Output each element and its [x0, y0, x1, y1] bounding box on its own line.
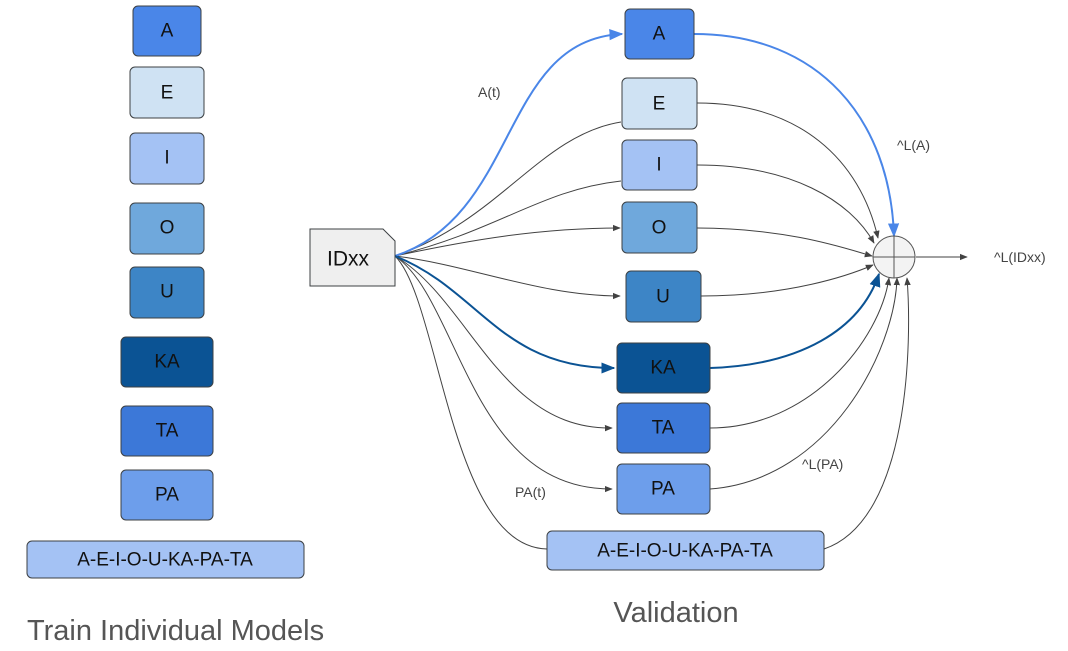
val-box-ta-label: TA — [652, 418, 675, 439]
edge-combined-to-sum — [823, 277, 911, 550]
edge-idxx-to-ka — [394, 255, 616, 374]
train-box-i-label: I — [164, 148, 169, 169]
input-label-idxx: IDxx — [327, 248, 370, 271]
train-column: A E I O U KA TA PA A-E-I-O-U-KA-PA-TA Tr… — [26, 5, 324, 647]
train-box-e-label: E — [161, 83, 174, 104]
train-box-pa-label: PA — [155, 485, 179, 506]
edge-idxx-to-i — [394, 180, 622, 257]
val-box-combined-label: A-E-I-O-U-KA-PA-TA — [597, 541, 773, 562]
val-box-e-label: E — [653, 94, 666, 115]
val-box-i-label: I — [656, 155, 661, 176]
train-box-a-label: A — [161, 21, 174, 42]
val-box-u-label: U — [656, 287, 670, 308]
train-box-o-label: O — [160, 218, 175, 239]
circle-plus-icon — [872, 235, 916, 279]
val-box-ka — [616, 342, 711, 394]
val-box-a — [624, 8, 695, 60]
val-box-o-label: O — [652, 218, 667, 239]
train-box-pa — [120, 469, 214, 521]
edge-label-a-out: ^L(A) — [897, 137, 930, 153]
edge-pa-to-sum — [709, 277, 900, 490]
train-box-e — [129, 66, 205, 119]
edge-o-to-sum — [696, 227, 873, 258]
edge-label-pa-in: PA(t) — [515, 484, 546, 500]
edge-ka-to-sum — [709, 272, 881, 369]
edge-idxx-to-pa — [394, 255, 613, 493]
train-box-ta — [120, 405, 214, 457]
val-box-u — [625, 270, 702, 323]
input-document-idxx — [309, 228, 396, 287]
edge-label-a-in: A(t) — [478, 84, 501, 100]
train-box-o — [129, 202, 205, 255]
edge-idxx-to-a — [394, 29, 624, 257]
train-box-u-label: U — [160, 282, 174, 303]
train-box-a — [132, 5, 202, 57]
edge-ta-to-sum — [709, 277, 892, 429]
train-caption: Train Individual Models — [27, 615, 324, 647]
train-box-ka-label: KA — [154, 352, 180, 373]
edge-idxx-to-u — [394, 255, 621, 300]
train-box-ka — [120, 336, 214, 388]
edge-u-to-sum — [700, 264, 874, 297]
val-box-a-label: A — [653, 24, 666, 45]
val-box-i — [621, 139, 698, 191]
train-box-u — [129, 266, 205, 319]
edge-idxx-to-ta — [394, 255, 613, 432]
edge-idxx-to-o — [394, 224, 621, 257]
validation-edges — [394, 29, 968, 550]
val-box-combined — [546, 530, 825, 571]
train-box-combined — [26, 540, 305, 579]
val-box-pa — [616, 463, 711, 515]
train-box-ta-label: TA — [156, 421, 179, 442]
edge-label-pa-out: ^L(PA) — [802, 456, 843, 472]
val-box-e — [621, 77, 698, 130]
edge-label-final-out: ^L(IDxx) — [994, 249, 1046, 265]
edge-idxx-to-combined — [394, 255, 548, 550]
validation-column: IDxx A E I O U KA TA PA A-E-I-O-U-KA-PA-… — [309, 8, 1046, 629]
validation-caption: Validation — [613, 597, 738, 629]
val-box-ta — [616, 402, 711, 454]
train-box-combined-label: A-E-I-O-U-KA-PA-TA — [77, 550, 253, 571]
edge-e-to-sum — [696, 102, 880, 239]
val-box-o — [621, 201, 698, 254]
edge-a-to-sum — [693, 33, 900, 238]
train-box-i — [129, 132, 205, 185]
val-box-pa-label: PA — [651, 479, 675, 500]
edge-i-to-sum — [696, 164, 875, 244]
val-box-ka-label: KA — [650, 358, 676, 379]
edge-idxx-to-e — [394, 121, 622, 257]
